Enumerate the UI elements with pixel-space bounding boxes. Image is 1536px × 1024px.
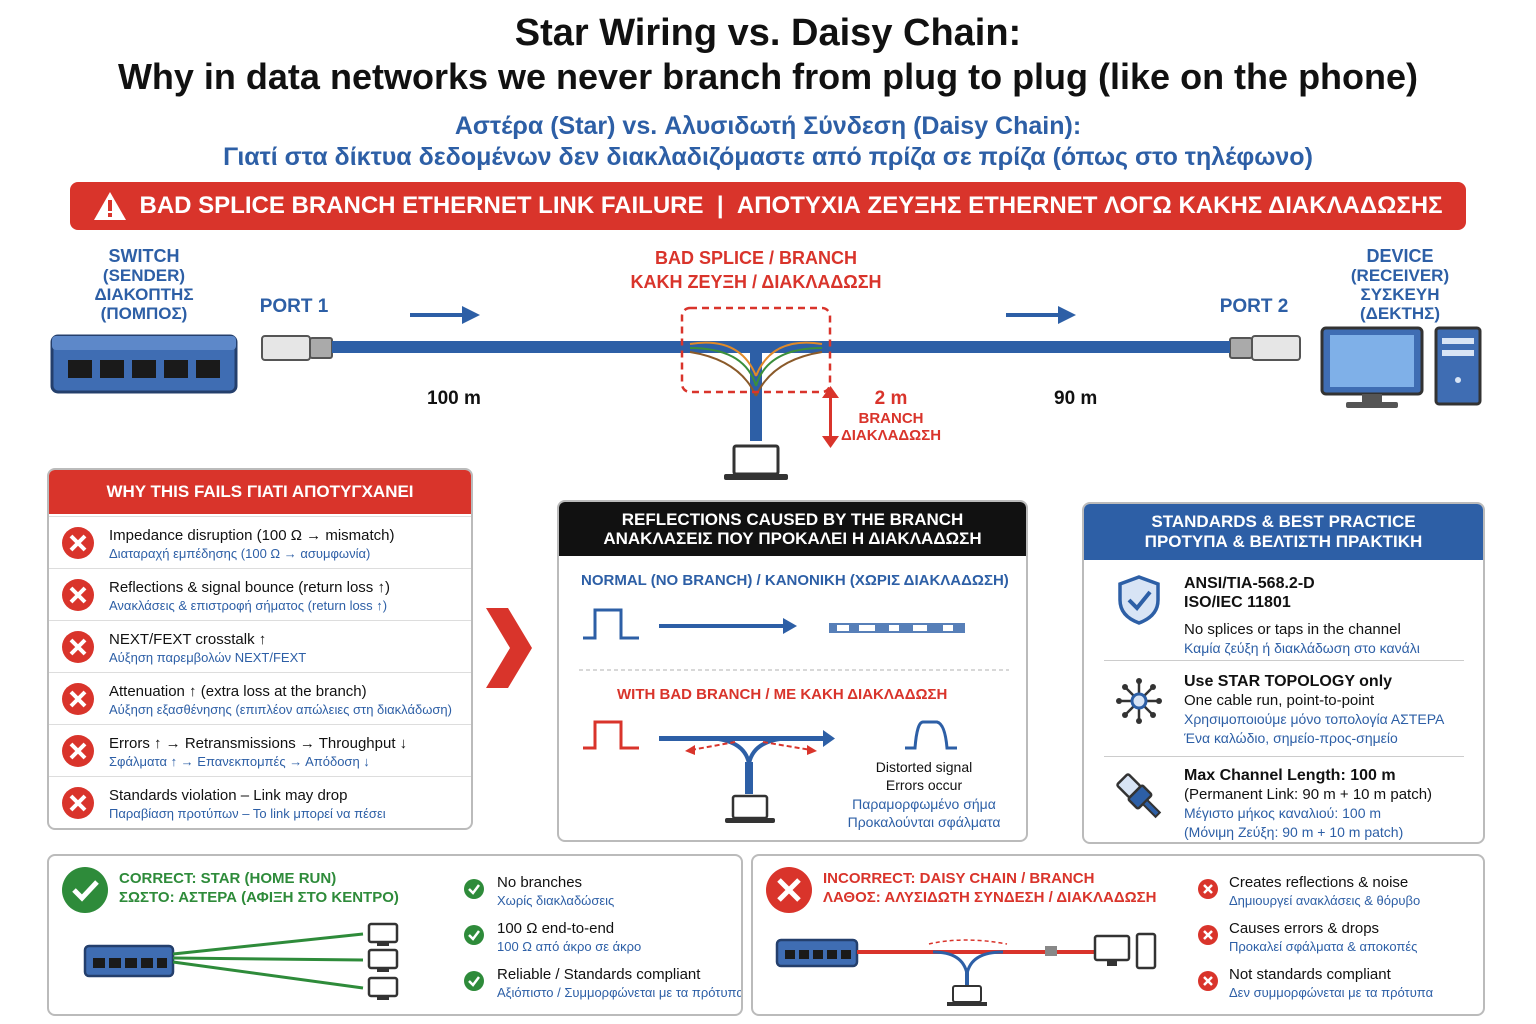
x-circle-icon [1198,879,1218,899]
why-fails-panel: WHY THIS FAILS ΓΙΑΤΙ ΑΠΟΤΥΓΧΑΝΕΙ Impedan… [47,468,473,830]
link-diagram [50,306,1482,480]
warning-triangle-icon [94,192,127,220]
normal-title: NORMAL (NO BRANCH) / ΚΑΝΟΝΙΚΗ (ΧΩΡΙΣ ΔΙΑ… [581,572,1009,589]
signal-direction-arrows [410,306,1076,324]
x-circle-icon [62,579,94,611]
why-fails-header: WHY THIS FAILS ΓΙΑΤΙ ΑΠΟΤΥΓΧΑΝΕΙ [49,470,471,514]
failure-banner: BAD SPLICE BRANCH ETHERNET LINK FAILURE … [70,182,1466,230]
laptop-icon [724,444,788,480]
page-subtitle: Why in data networks we never branch fro… [117,56,1419,97]
greek-subtitle: Γιατί στα δίκτυα δεδομένων δεν διακλαδιζ… [223,143,1313,171]
pulse-bad-icon [583,720,639,750]
list-item: Errors ↑ → Retransmissions → Throughput … [49,724,471,776]
distance-right: 90 m [1054,388,1098,409]
check-circle-icon [464,925,484,945]
incorrect-title: INCORRECT: DAISY CHAIN / BRANCH ΛΑΘΟΣ: Α… [823,870,1157,906]
reflections-panel: REFLECTIONS CAUSED BY THE BRANCH ΑΝΑΚΛΑΣ… [557,500,1028,842]
banner-text: BAD SPLICE BRANCH ETHERNET LINK FAILURE … [139,192,1443,219]
distorted-pulse-icon [905,720,957,750]
port1-label: PORT 1 [259,296,329,317]
big-arrow-icon [486,608,532,688]
standards-panel: STANDARDS & BEST PRACTICE ΠΡΟΤΥΠΑ & ΒΕΛΤ… [1082,502,1485,844]
x-circle-icon [62,527,94,559]
standards-item-1: ANSI/TIA-568.2-D ISO/IEC 11801 No splice… [1184,575,1420,656]
distorted-signal-greek: Παραμορφωμένο σήμα Προκαλούνται σφάλματα [847,796,1001,830]
list-item: Attenuation ↑ (extra loss at the branch)… [49,672,471,724]
x-circle-icon [62,787,94,819]
distance-left: 100 m [427,388,481,409]
reflections-header: REFLECTIONS CAUSED BY THE BRANCH ΑΝΑΚΛΑΣ… [559,502,1026,556]
x-circle-icon [62,631,94,663]
check-circle-icon [62,867,108,913]
splice-highlight-box [680,306,832,394]
device-label: DEVICE (RECEIVER) ΣΥΣΚΕΥΗ (ΔΕΚΤΗΣ) [1350,246,1450,324]
reflection-waveforms [579,608,1009,823]
cable-plug-icon [1116,773,1162,819]
x-circle-icon [62,735,94,767]
list-item: Impedance disruption (100 Ω → mismatch) … [49,516,471,568]
switch-icon [50,334,238,394]
check-circle-icon [464,971,484,991]
branch-length-arrow [822,386,839,448]
branch-length-label: 2 m BRANCH ΔΙΑΚΛΑΔΩΣΗ [840,388,942,444]
rj45-plug-left-icon [261,335,333,361]
splice-wires [689,341,823,397]
standards-item-2: Use STAR TOPOLOGY only One cable run, po… [1184,673,1445,746]
distorted-signal-label: Distorted signal Errors occur [875,759,973,793]
x-circle-icon [766,867,812,913]
check-circle-icon [464,879,484,899]
x-circle-icon [62,683,94,715]
greek-title: Αστέρα (Star) vs. Αλυσιδωτή Σύνδεση (Dai… [454,112,1082,140]
x-circle-icon [1198,971,1218,991]
star-topology-icon [1116,678,1162,724]
correct-title: CORRECT: STAR (HOME RUN) ΣΩΣΤΟ: ΑΣΤΕΡΑ (… [119,870,399,906]
standards-header: STANDARDS & BEST PRACTICE ΠΡΟΤΥΠΑ & ΒΕΛΤ… [1084,504,1483,560]
shield-check-icon [1118,575,1160,625]
bad-splice-label: BAD SPLICE / BRANCH ΚΑΚΗ ΖΕΥΞΗ / ΔΙΑΚΛΑΔ… [630,248,882,292]
star-wiring-diagram [83,922,399,1000]
page-title: Star Wiring vs. Daisy Chain: [514,12,1022,54]
list-item: NEXT/FEXT crosstalk ↑ Αύξηση παρεμβολών … [49,620,471,672]
x-circle-icon [1198,925,1218,945]
rj45-plug-right-icon [1229,335,1301,361]
incorrect-panel: INCORRECT: DAISY CHAIN / BRANCH ΛΑΘΟΣ: Α… [751,854,1485,1016]
pulse-normal-icon [583,608,639,640]
daisy-chain-diagram [775,932,1157,1006]
port2-label: PORT 2 [1219,296,1289,317]
correct-panel: CORRECT: STAR (HOME RUN) ΣΩΣΤΟ: ΑΣΤΕΡΑ (… [47,854,743,1016]
computer-icon [1320,326,1482,408]
bad-branch-title: WITH BAD BRANCH / ΜΕ ΚΑΚΗ ΔΙΑΚΛΑΔΩΣΗ [617,686,948,703]
list-item: Reflections & signal bounce (return loss… [49,568,471,620]
clean-signal-icon [829,623,965,633]
list-item: Standards violation – Link may drop Παρα… [49,776,471,828]
switch-label: SWITCH (SENDER) ΔΙΑΚΟΠΤΗΣ (ΠΟΜΠΟΣ) [94,246,194,324]
standards-item-3: Max Channel Length: 100 m (Permanent Lin… [1184,767,1433,840]
